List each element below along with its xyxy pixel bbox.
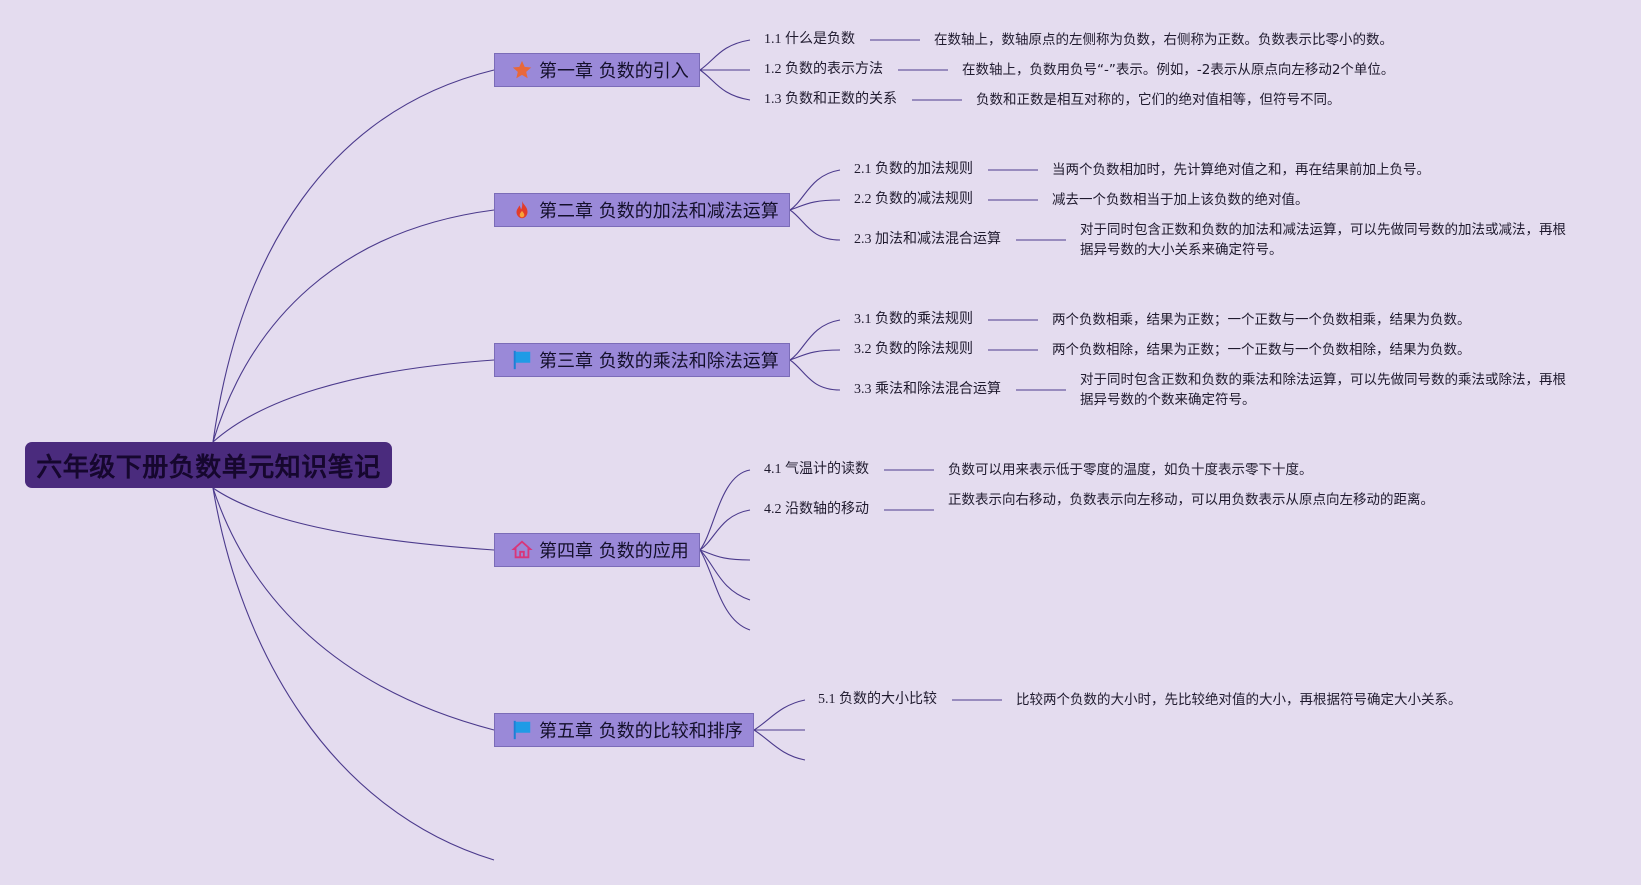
ch4-link-2: [699, 509, 751, 551]
ch4-link-5: [699, 549, 751, 631]
description-4-1: 负数可以用来表示低于零度的温度，如负十度表示零下十度。: [948, 462, 1313, 478]
chapter-node-1[interactable]: 第一章 负数的引入: [494, 53, 700, 87]
ch3-link-2: [789, 349, 841, 361]
description-3-2: 两个负数相除，结果为正数；一个正数与一个负数相除，结果为负数。: [1052, 342, 1471, 358]
ch2-link-1: [789, 169, 841, 211]
ch3-link-3: [789, 359, 841, 391]
root-link-empty: [212, 487, 495, 861]
subtopic-1-1[interactable]: 1.1 什么是负数: [764, 32, 855, 47]
subtopic-3-2[interactable]: 3.2 负数的除法规则: [854, 342, 973, 357]
description-2-2: 减去一个负数相当于加上该负数的绝对值。: [1052, 192, 1309, 208]
subtopic-3-3[interactable]: 3.3 乘法和除法混合运算: [854, 382, 1001, 397]
description-1-2: 在数轴上，负数用负号“-”表示。例如，-2表示从原点向左移动2个单位。: [962, 62, 1395, 78]
root-link-ch2: [212, 209, 495, 443]
root-title: 六年级下册负数单元知识笔记: [36, 452, 381, 483]
chapter-node-2[interactable]: 第二章 负数的加法和减法运算: [494, 193, 790, 227]
chapter-title: 第二章 负数的加法和减法运算: [539, 201, 779, 222]
flag-icon: [511, 349, 533, 371]
subtopic-2-2[interactable]: 2.2 负数的减法规则: [854, 192, 973, 207]
root-link-ch1: [212, 69, 495, 443]
subtopic-3-1[interactable]: 3.1 负数的乘法规则: [854, 312, 973, 327]
description-2-3: 对于同时包含正数和负数的加法和减法运算，可以先做同号数的加法或减法，再根据异号数…: [1080, 222, 1566, 258]
subtopic-1-2[interactable]: 1.2 负数的表示方法: [764, 62, 883, 77]
home-icon: [511, 539, 533, 561]
chapter-node-3[interactable]: 第三章 负数的乘法和除法运算: [494, 343, 790, 377]
ch5-link-3: [753, 729, 806, 761]
description-3-3: 对于同时包含正数和负数的乘法和除法运算，可以先做同号数的乘法或除法，再根据异号数…: [1080, 372, 1566, 408]
ch1-link-1: [699, 39, 751, 71]
subtopic-4-1[interactable]: 4.1 气温计的读数: [764, 462, 869, 477]
subtopic-5-1[interactable]: 5.1 负数的大小比较: [818, 692, 937, 707]
root-node[interactable]: 六年级下册负数单元知识笔记: [25, 442, 392, 488]
ch4-link-1: [699, 469, 751, 551]
chapter-title: 第一章 负数的引入: [539, 61, 689, 82]
ch2-link-3: [789, 209, 841, 241]
ch2-link-2: [789, 199, 841, 211]
root-link-ch3: [212, 359, 495, 443]
description-4-2: 正数表示向右移动，负数表示向左移动，可以用负数表示从原点向左移动的距离。: [948, 492, 1434, 508]
star-icon: [511, 59, 533, 81]
description-3-1: 两个负数相乘，结果为正数；一个正数与一个负数相乘，结果为负数。: [1052, 312, 1471, 328]
description-1-3: 负数和正数是相互对称的，它们的绝对值相等，但符号不同。: [976, 92, 1341, 108]
ch4-link-3: [699, 549, 751, 561]
chapter-node-4[interactable]: 第四章 负数的应用: [494, 533, 700, 567]
root-link-ch4: [212, 487, 495, 551]
subtopic-4-2[interactable]: 4.2 沿数轴的移动: [764, 502, 869, 517]
description-1-1: 在数轴上，数轴原点的左侧称为负数，右侧称为正数。负数表示比零小的数。: [934, 32, 1393, 48]
subtopic-1-3[interactable]: 1.3 负数和正数的关系: [764, 92, 897, 107]
chapter-title: 第五章 负数的比较和排序: [539, 721, 743, 742]
subtopic-2-3[interactable]: 2.3 加法和减法混合运算: [854, 232, 1001, 247]
subtopic-2-1[interactable]: 2.1 负数的加法规则: [854, 162, 973, 177]
flag-icon: [511, 719, 533, 741]
ch3-link-1: [789, 319, 841, 361]
ch4-link-4: [699, 549, 751, 601]
root-link-ch5: [212, 487, 495, 731]
chapter-title: 第三章 负数的乘法和除法运算: [539, 351, 779, 372]
description-2-1: 当两个负数相加时，先计算绝对值之和，再在结果前加上负号。: [1052, 162, 1430, 178]
description-5-1: 比较两个负数的大小时，先比较绝对值的大小，再根据符号确定大小关系。: [1016, 692, 1462, 708]
chapter-node-5[interactable]: 第五章 负数的比较和排序: [494, 713, 754, 747]
ch5-link-1: [753, 699, 806, 731]
chapter-title: 第四章 负数的应用: [539, 541, 689, 562]
fire-icon: [511, 199, 533, 221]
ch1-link-3: [699, 69, 751, 101]
